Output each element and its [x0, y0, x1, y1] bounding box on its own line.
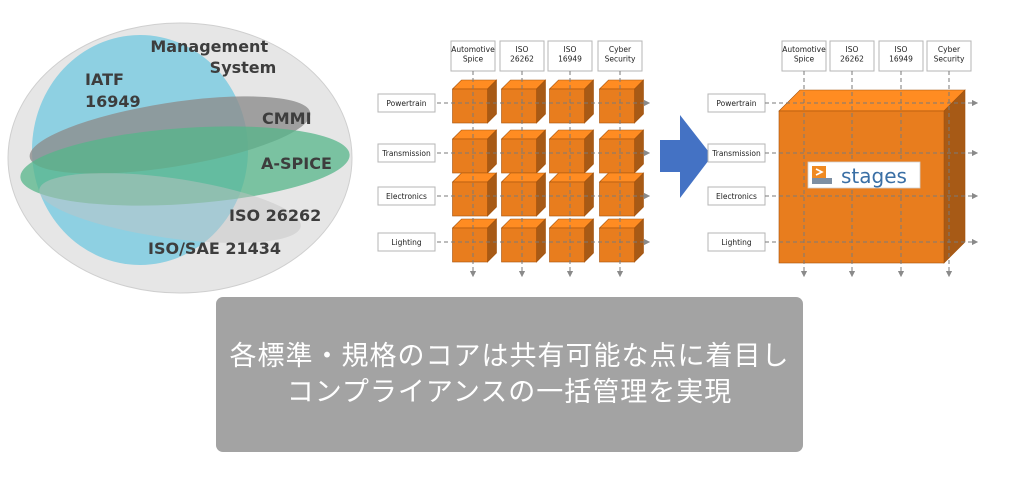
- stages-logo-text: stages: [841, 164, 907, 188]
- standard-cube: [500, 79, 547, 124]
- right-matrix-row-header-label: Transmission: [711, 149, 761, 158]
- a-spice-label: A-SPICE: [261, 154, 332, 173]
- caption-box: 各標準・規格のコアは共有可能な点に着目し コンプライアンスの一括管理を実現: [216, 297, 803, 452]
- standard-cube: [548, 79, 595, 124]
- compliance-diagram: Management System IATF 16949 CMMI A-SPIC…: [7, 22, 978, 294]
- standard-cube: [598, 129, 645, 174]
- left-matrix-column-header: [450, 40, 496, 72]
- left-matrix-row-header: [377, 232, 436, 252]
- left-matrix-grid-overlay: [437, 71, 650, 277]
- left-matrix-row-header: [377, 93, 436, 113]
- iso-26262-ellipse: [39, 173, 301, 243]
- a-spice-ellipse: [20, 126, 350, 206]
- iso-sae-21434-label: ISO/SAE 21434: [148, 239, 281, 258]
- stages-logo-icon: [812, 166, 832, 184]
- right-matrix-row-header-label: Lighting: [721, 238, 752, 247]
- caption-line-1: 各標準・規格のコアは共有可能な点に着目し: [229, 340, 790, 372]
- standards-venn-diagram: Management System IATF 16949 CMMI A-SPIC…: [7, 22, 353, 294]
- standard-cube: [548, 129, 595, 174]
- standard-cube: [451, 172, 498, 217]
- management-system-label: Management System: [150, 37, 276, 77]
- standard-cube: [451, 218, 498, 263]
- left-matrix-row-header-label: Powertrain: [386, 99, 426, 108]
- right-matrix-column-header: [926, 40, 972, 72]
- standard-cube: [598, 172, 645, 217]
- left-matrix-row-header-label: Transmission: [381, 149, 431, 158]
- right-matrix-grid-overlay: [765, 71, 978, 277]
- iatf-16949-label: IATF 16949: [85, 70, 141, 111]
- right-matrix-column-header: [829, 40, 875, 72]
- standard-cube: [500, 172, 547, 217]
- left-matrix-column-header: [547, 40, 593, 72]
- standard-cube: [451, 129, 498, 174]
- left-matrix-row-header: [377, 186, 436, 206]
- stages-logo: stages: [807, 161, 921, 189]
- standard-cube: [598, 79, 645, 124]
- left-matrix-row-header-label: Lighting: [391, 238, 422, 247]
- standard-cube: [500, 218, 547, 263]
- standard-cube: [548, 172, 595, 217]
- right-matrix-row-header-label: Electronics: [716, 192, 757, 201]
- right-matrix-column-header: [878, 40, 924, 72]
- caption-line-2: コンプライアンスの一括管理を実現: [286, 376, 733, 408]
- right-matrix-row-header-label: Powertrain: [716, 99, 756, 108]
- transformation-arrow: [660, 115, 712, 198]
- standard-cube: [598, 218, 645, 263]
- standard-cube: [451, 79, 498, 124]
- cmmi-label: CMMI: [262, 109, 312, 128]
- left-matrix-row-header-label: Electronics: [386, 192, 427, 201]
- iso-26262-label: ISO 26262: [229, 206, 321, 225]
- standard-cube: [500, 129, 547, 174]
- standard-cube: [548, 218, 595, 263]
- left-matrix-row-header: [377, 143, 436, 163]
